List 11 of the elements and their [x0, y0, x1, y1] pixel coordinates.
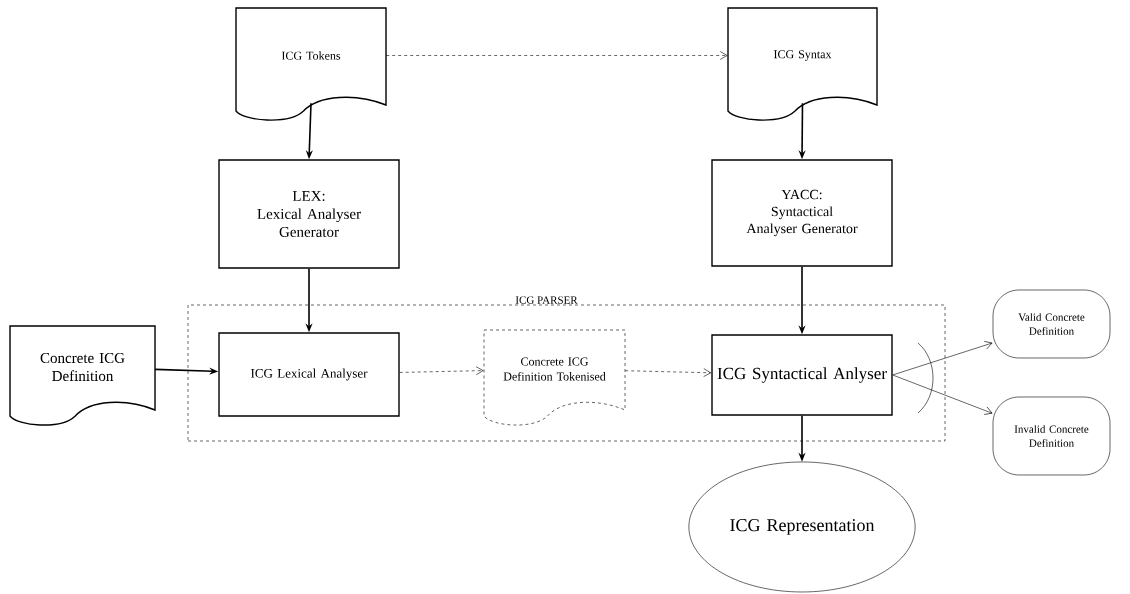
process-box: YACC: Syntactical Analyser Generator [711, 159, 893, 267]
process-box: ICG Syntactical Anlyser [711, 334, 893, 416]
arrow [399, 366, 484, 376]
arrow [892, 374, 993, 415]
arrow [892, 341, 993, 376]
arrow [385, 51, 728, 60]
arrow [624, 368, 711, 377]
node-label: ICG PARSER [515, 296, 578, 304]
ellipse-node: ICG Representation [688, 461, 916, 593]
process-box: LEX: Lexical Analyser Generator [218, 159, 400, 269]
process-box: ICG Lexical Analyser [218, 332, 400, 417]
